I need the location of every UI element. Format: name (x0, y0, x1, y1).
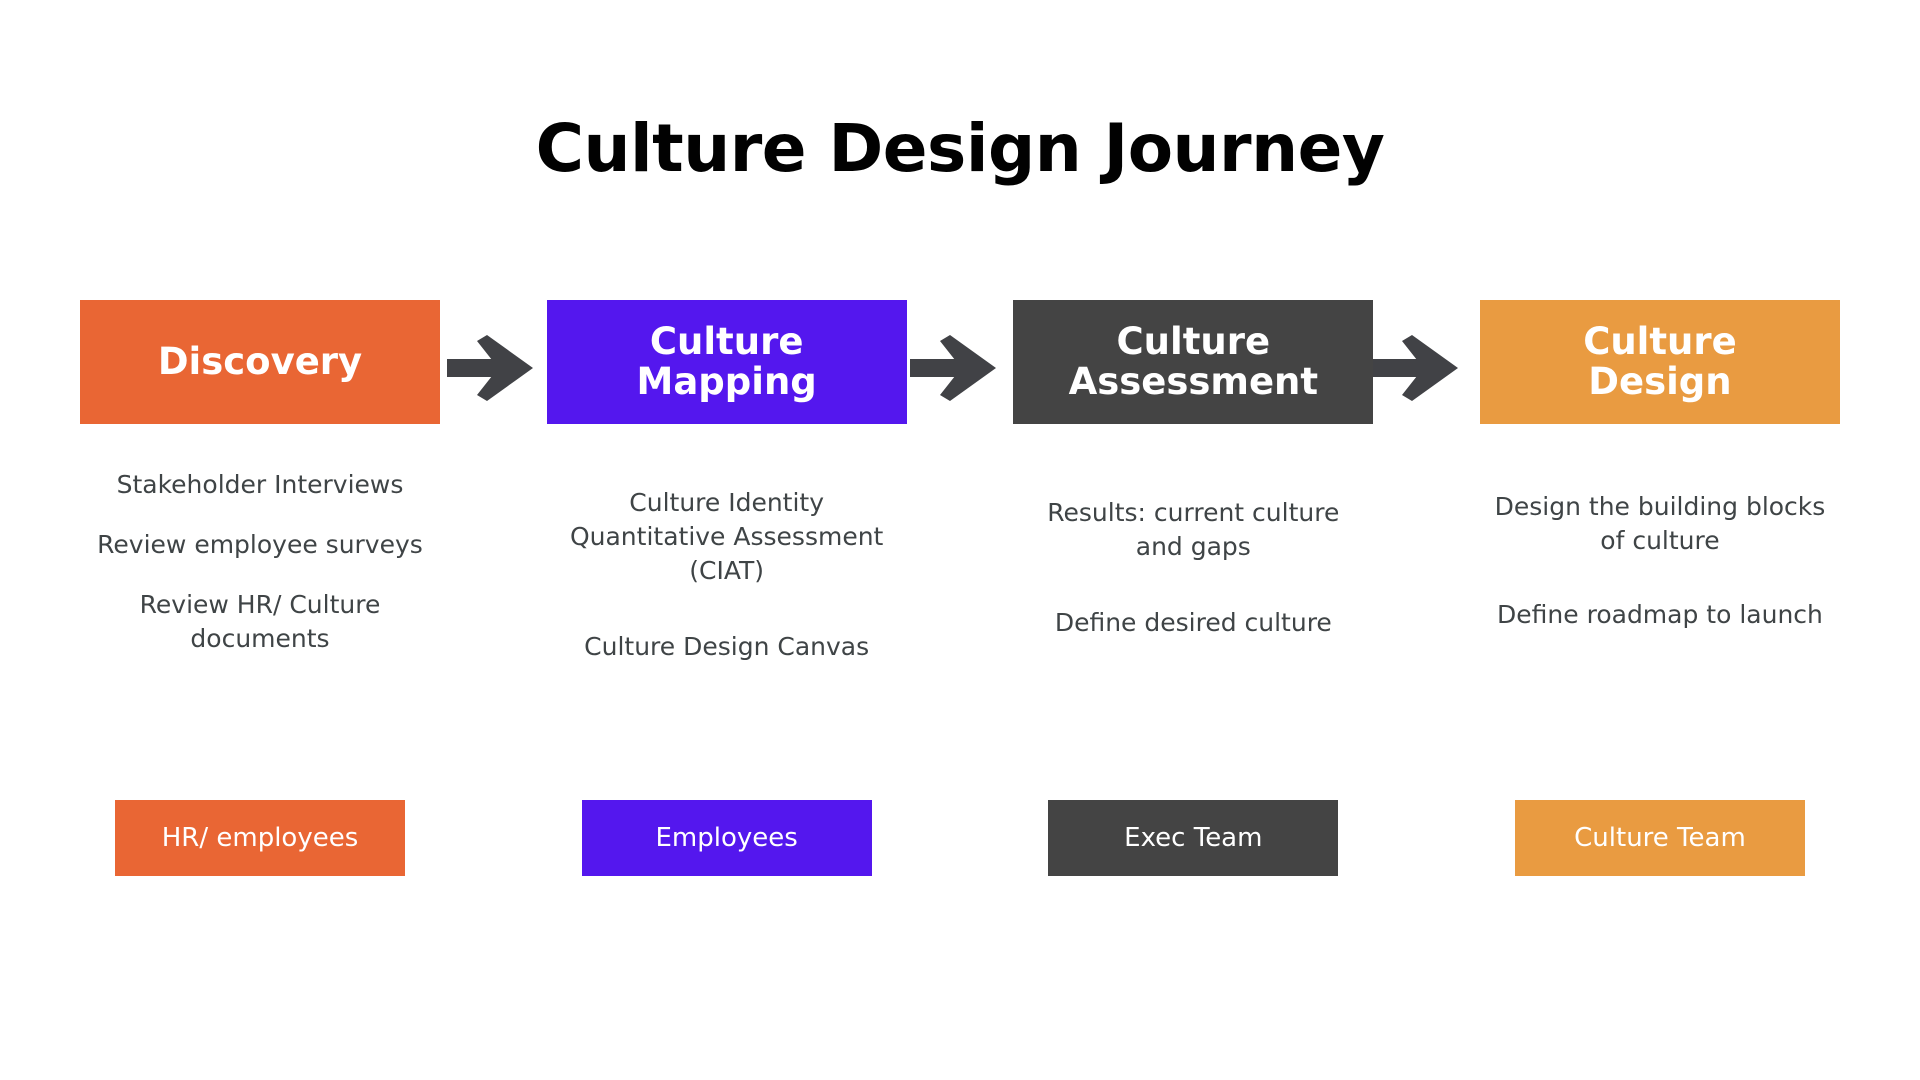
stage-column-culture-assessment: Culture Assessment Results: current cult… (1013, 300, 1374, 682)
stage-header-label: Culture Mapping (636, 320, 817, 403)
owner-badge-label: Culture Team (1574, 823, 1746, 853)
owner-badge-slot: Exec Team (1013, 800, 1373, 876)
owner-badge-label: HR/ employees (161, 823, 359, 853)
detail-item: Stakeholder Interviews (116, 470, 404, 499)
stage-header-discovery[interactable]: Discovery (80, 300, 440, 424)
detail-item: Review employee surveys (97, 530, 423, 559)
stage-header-label: Culture Assessment (1068, 320, 1319, 403)
right-arrow-icon (447, 335, 533, 401)
stage-header-label: Culture Design (1583, 320, 1737, 403)
detail-item: Review HR/ Culture documents (139, 590, 381, 653)
stage-details-culture-design: Design the building blocks of culture De… (1490, 490, 1830, 672)
owner-badges: HR/ employees Employees Exec Team Cultur… (80, 800, 1840, 876)
owner-badge-label: Employees (655, 823, 798, 853)
detail-item: Design the building blocks of culture (1494, 492, 1826, 555)
detail-item: Results: current culture and gaps (1047, 498, 1340, 561)
stage-header-culture-assessment[interactable]: Culture Assessment (1013, 300, 1374, 424)
right-arrow-icon (1372, 335, 1458, 401)
owner-badge-culture-assessment[interactable]: Exec Team (1048, 800, 1339, 876)
owner-badge-discovery[interactable]: HR/ employees (115, 800, 405, 876)
page-title: Culture Design Journey (535, 110, 1385, 187)
owner-badge-slot: Culture Team (1480, 800, 1840, 876)
owner-badge-culture-mapping[interactable]: Employees (581, 800, 872, 876)
stage-column-culture-mapping: Culture Mapping Culture Identity Quantit… (546, 300, 907, 706)
stage-details-discovery: Stakeholder Interviews Review employee s… (90, 468, 430, 656)
detail-item: Define desired culture (1054, 608, 1332, 637)
stage-column-culture-design: Culture Design Design the building block… (1479, 300, 1840, 672)
owner-badge-label: Exec Team (1124, 823, 1263, 853)
right-arrow-icon (910, 335, 996, 401)
stage-header-label: Discovery (157, 340, 363, 384)
detail-item: Culture Design Canvas (584, 632, 870, 661)
detail-item: Culture Identity Quantitative Assessment… (569, 488, 884, 585)
stage-header-culture-design[interactable]: Culture Design (1479, 300, 1840, 424)
owner-badge-slot: HR/ employees (80, 800, 440, 876)
stage-column-discovery: Discovery Stakeholder Interviews Review … (80, 300, 440, 656)
stage-details-culture-assessment: Results: current culture and gaps Define… (1023, 496, 1363, 682)
stage-header-culture-mapping[interactable]: Culture Mapping (546, 300, 907, 424)
stage-columns: Discovery Stakeholder Interviews Review … (80, 300, 1840, 706)
owner-badge-culture-design[interactable]: Culture Team (1514, 800, 1805, 876)
stage-details-culture-mapping: Culture Identity Quantitative Assessment… (557, 486, 897, 706)
detail-item: Define roadmap to launch (1497, 600, 1823, 629)
owner-badge-slot: Employees (547, 800, 907, 876)
